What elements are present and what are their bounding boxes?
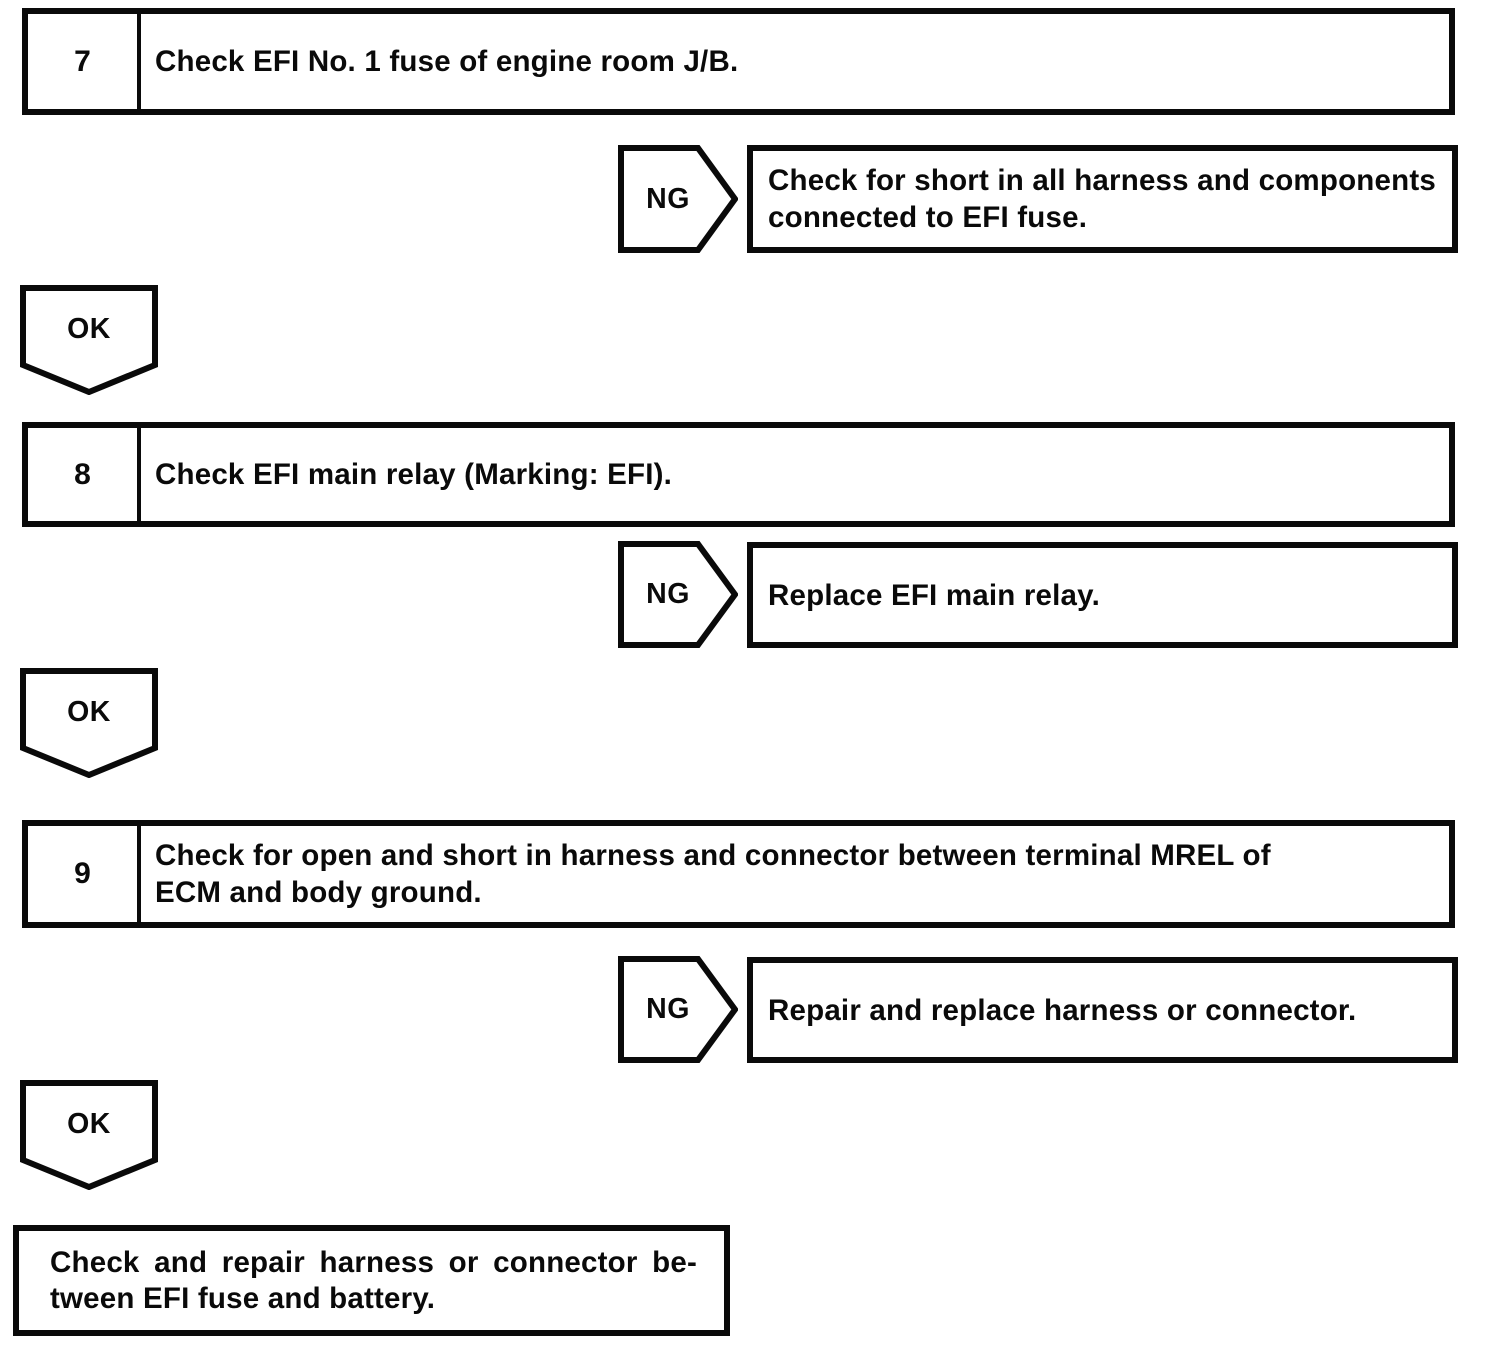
ng-label: NG	[646, 182, 690, 215]
step-7-number: 7	[28, 14, 141, 109]
step-9-title-line-1: Check for open and short in harness and …	[155, 839, 1271, 872]
ok-pentagon-shape	[20, 668, 158, 778]
step-9-title-line-2: ECM and body ground.	[155, 876, 482, 909]
ng-9-action-box: Repair and replace harness or connector.	[747, 957, 1458, 1063]
ok-arrow-icon: OK	[20, 1080, 158, 1190]
ng-7-action-line-1: Check for short in all harness and compo…	[768, 164, 1436, 197]
step-7-title-line-1: Check EFI No. 1 fuse of engine room J/B.	[155, 45, 739, 78]
ok-pentagon-shape	[20, 285, 158, 395]
step-8-title-line-1: Check EFI main relay (Marking: EFI).	[155, 458, 673, 491]
ok-arrow-icon: OK	[20, 285, 158, 395]
ng-7-action-box: Check for short in all harness and compo…	[747, 145, 1458, 253]
final-action-box: Check and repair harness or connector be…	[13, 1225, 730, 1336]
step-9-box: 9 Check for open and short in harness an…	[22, 820, 1455, 928]
ng-pentagon-shape	[618, 956, 738, 1063]
ng-label: NG	[646, 993, 690, 1025]
step-8-title: Check EFI main relay (Marking: EFI).	[141, 428, 1449, 521]
ng-9-action-line-1: Repair and replace harness or connector.	[768, 993, 1357, 1027]
ok-pentagon-shape	[20, 1080, 158, 1190]
step-9-title: Check for open and short in harness and …	[141, 826, 1449, 922]
step-7-title: Check EFI No. 1 fuse of engine room J/B.	[141, 14, 1449, 109]
step-9-number: 9	[28, 826, 141, 922]
ng-7-action-line-2: connected to EFI fuse.	[768, 201, 1088, 234]
ok-arrow-icon: OK	[20, 668, 158, 778]
ng-arrow-icon: NG	[618, 541, 738, 648]
ng-arrow-icon: NG	[618, 956, 738, 1063]
ng-arrow-icon: NG	[618, 145, 738, 253]
step-8-number: 8	[28, 428, 141, 521]
ng-8-action-line-1: Replace EFI main relay.	[768, 578, 1100, 612]
ok-label: OK	[67, 695, 111, 728]
ok-label: OK	[67, 1107, 111, 1140]
ok-label: OK	[67, 312, 111, 345]
final-action-line-2: tween EFI fuse and battery.	[50, 1281, 436, 1315]
step-8-box: 8 Check EFI main relay (Marking: EFI).	[22, 422, 1455, 527]
ng-pentagon-shape	[618, 145, 738, 253]
step-7-box: 7 Check EFI No. 1 fuse of engine room J/…	[22, 8, 1455, 115]
ng-label: NG	[646, 578, 690, 610]
final-action-line-1: Check and repair harness or connector be…	[50, 1245, 697, 1279]
ng-pentagon-shape	[618, 541, 738, 648]
ng-8-action-box: Replace EFI main relay.	[747, 542, 1458, 648]
